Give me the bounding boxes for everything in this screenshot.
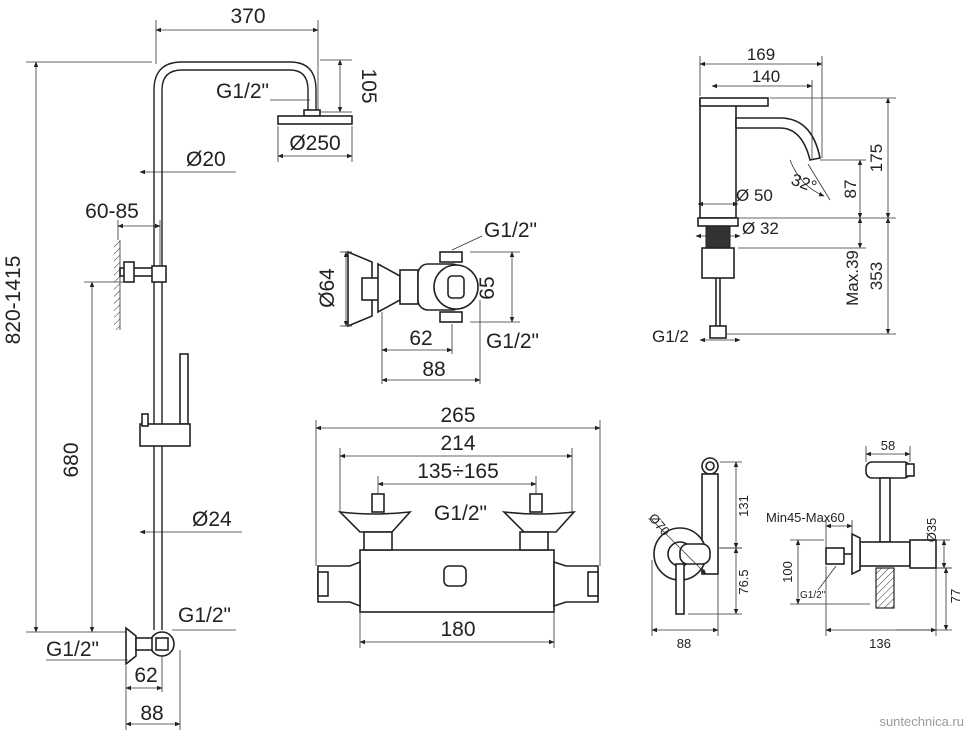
dim-shower-width: 370 bbox=[230, 5, 265, 28]
dim-tap-169: 169 bbox=[747, 45, 775, 64]
dim-spray-100: 100 bbox=[780, 561, 795, 583]
tap-lever bbox=[699, 97, 769, 107]
hand-shower bbox=[179, 353, 189, 425]
valve-side-view: Ø64 G1/2" 65 62 G1/2" 88 bbox=[316, 219, 539, 384]
spray-set-view: 58 Min45-Max60 Ø35 100 G1/2" 77 136 bbox=[766, 438, 963, 651]
dim-mixer-180: 180 bbox=[440, 618, 475, 641]
dim-tap-87: 87 bbox=[841, 180, 860, 199]
holder-slider bbox=[139, 423, 191, 447]
shower-system-view: 370 105 G1/2" Ø250 Ø20 60-85 820-1415 68… bbox=[2, 5, 380, 730]
dim-spray-minmax: Min45-Max60 bbox=[766, 510, 845, 525]
mixer-thread-label: G1/2" bbox=[434, 502, 487, 525]
wall-hatch bbox=[114, 240, 120, 330]
mixer-front-view: 265 214 135÷165 G1/2" 180 bbox=[315, 404, 601, 648]
dim-spray-d35: Ø35 bbox=[924, 518, 939, 543]
dim-tap-175: 175 bbox=[867, 144, 886, 172]
dim-base-62: 62 bbox=[134, 664, 157, 687]
dim-mixer-214: 214 bbox=[440, 432, 475, 455]
dim-mixer-265: 265 bbox=[440, 404, 475, 427]
lower-thread-right: G1/2" bbox=[178, 604, 231, 627]
dim-spray-58: 58 bbox=[881, 438, 895, 453]
spray-valve bbox=[859, 541, 911, 567]
tap-thread-label: G1/2 bbox=[652, 327, 689, 346]
dim-spray-136: 136 bbox=[869, 636, 891, 651]
valve-thread-bottom: G1/2" bbox=[486, 330, 539, 353]
watermark: suntechnica.ru bbox=[879, 714, 964, 729]
dim-bidet-88: 88 bbox=[677, 636, 691, 651]
dim-valve-62: 62 bbox=[409, 327, 432, 350]
tap-shank bbox=[705, 225, 731, 249]
tap-spout bbox=[735, 117, 821, 161]
dim-arm-drop: 105 bbox=[357, 68, 380, 103]
dim-valve-65: 65 bbox=[476, 276, 499, 299]
dim-total-height: 820-1415 bbox=[2, 256, 25, 345]
basin-tap-view: 169 140 175 87 32° Ø 50 Ø 32 Max.39 353 … bbox=[652, 45, 896, 346]
dim-pipe-diameter: Ø20 bbox=[186, 148, 226, 171]
dim-lower-pipe-diameter: Ø24 bbox=[192, 508, 232, 531]
dim-tap-353: 353 bbox=[867, 262, 886, 290]
dim-tap-shank-diameter: Ø 32 bbox=[742, 219, 779, 238]
tap-body bbox=[699, 99, 737, 219]
dim-holder-height: 680 bbox=[60, 442, 83, 477]
head-thread-label: G1/2" bbox=[216, 80, 269, 103]
dim-valve-88: 88 bbox=[422, 358, 445, 381]
dim-wall-offset: 60-85 bbox=[85, 200, 139, 223]
dim-tap-base-diameter: Ø 50 bbox=[736, 186, 773, 205]
dim-base-88: 88 bbox=[140, 702, 163, 725]
upper-bracket bbox=[151, 265, 167, 283]
lower-thread-left: G1/2" bbox=[46, 638, 99, 661]
dim-bidet-765: 76.5 bbox=[736, 569, 751, 594]
dim-head-diameter: Ø250 bbox=[289, 132, 340, 155]
dim-valve-diameter: Ø64 bbox=[316, 268, 339, 308]
dim-tap-140: 140 bbox=[752, 67, 780, 86]
spray-head bbox=[865, 461, 911, 479]
dim-mixer-spacing: 135÷165 bbox=[417, 460, 499, 483]
valve-thread-top: G1/2" bbox=[484, 219, 537, 242]
bidet-side-view: 131 Ø70 76.5 88 bbox=[646, 457, 751, 651]
dim-tap-max39: Max.39 bbox=[843, 250, 862, 306]
spray-thread-label: G1/2" bbox=[800, 590, 826, 601]
dim-tap-angle: 32° bbox=[789, 170, 820, 197]
shower-head bbox=[277, 115, 353, 125]
dim-spray-77: 77 bbox=[948, 589, 963, 603]
dim-bidet-131: 131 bbox=[736, 495, 751, 517]
